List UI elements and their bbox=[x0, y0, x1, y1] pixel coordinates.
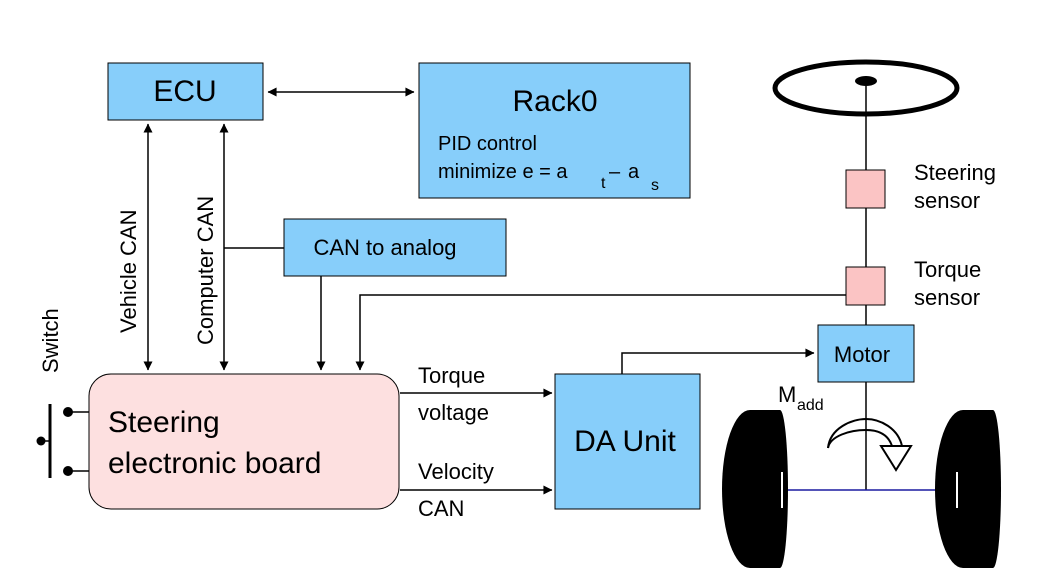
steering-sensor bbox=[845, 169, 886, 209]
torque-sensor bbox=[845, 266, 886, 306]
can-to-analog-block bbox=[283, 218, 507, 277]
steering-board-block bbox=[88, 373, 400, 510]
rack-formula-sub-s: s bbox=[651, 177, 659, 194]
switch-label: Switch bbox=[38, 308, 63, 373]
velocity-can-label-line2: CAN bbox=[418, 496, 464, 521]
velocity-can-label-line1: Velocity bbox=[418, 459, 494, 484]
left-wheel bbox=[722, 410, 788, 568]
da-unit-block bbox=[554, 373, 701, 510]
torque-voltage-label-line1: Torque bbox=[418, 363, 485, 388]
moment-subscript: add bbox=[797, 397, 824, 414]
torque-sensor-label-line2: sensor bbox=[914, 285, 980, 310]
torque-sensor-label-line1: Torque bbox=[914, 257, 981, 282]
steering-sensor-label-line2: sensor bbox=[914, 188, 980, 213]
vehicle-can-label: Vehicle CAN bbox=[116, 209, 141, 333]
rack-formula-a: a bbox=[628, 161, 640, 183]
da-to-motor-link bbox=[621, 348, 815, 374]
rotation-arrow-icon bbox=[827, 417, 913, 472]
da-unit-label: DA Unit bbox=[574, 425, 676, 458]
torque-sensor-to-board-link bbox=[355, 294, 846, 371]
rack-formula-dash: – bbox=[609, 161, 621, 183]
steering-wheel-hub bbox=[855, 76, 877, 86]
motor-label: Motor bbox=[834, 342, 890, 367]
steering-sensor-label-line1: Steering bbox=[914, 160, 996, 185]
ecu-block bbox=[107, 62, 264, 121]
rack-formula-sub-t: t bbox=[601, 175, 606, 192]
torque-voltage-label-line2: voltage bbox=[418, 400, 489, 425]
steering-board-label-line1: Steering bbox=[108, 406, 220, 439]
right-wheel bbox=[935, 410, 1001, 568]
switch-symbol bbox=[36, 404, 89, 478]
can-to-analog-label: CAN to analog bbox=[313, 235, 456, 260]
rack-block bbox=[418, 62, 691, 199]
computer-can-label: Computer CAN bbox=[193, 196, 218, 345]
rack-formula-label: minimize e = a bbox=[438, 161, 568, 183]
moment-label: M bbox=[778, 382, 796, 407]
rack-title: Rack0 bbox=[512, 85, 597, 118]
rack-pid-label: PID control bbox=[438, 133, 537, 155]
ecu-label: ECU bbox=[153, 75, 216, 108]
steering-board-label-line2: electronic board bbox=[108, 447, 321, 480]
motor-block bbox=[817, 324, 915, 383]
